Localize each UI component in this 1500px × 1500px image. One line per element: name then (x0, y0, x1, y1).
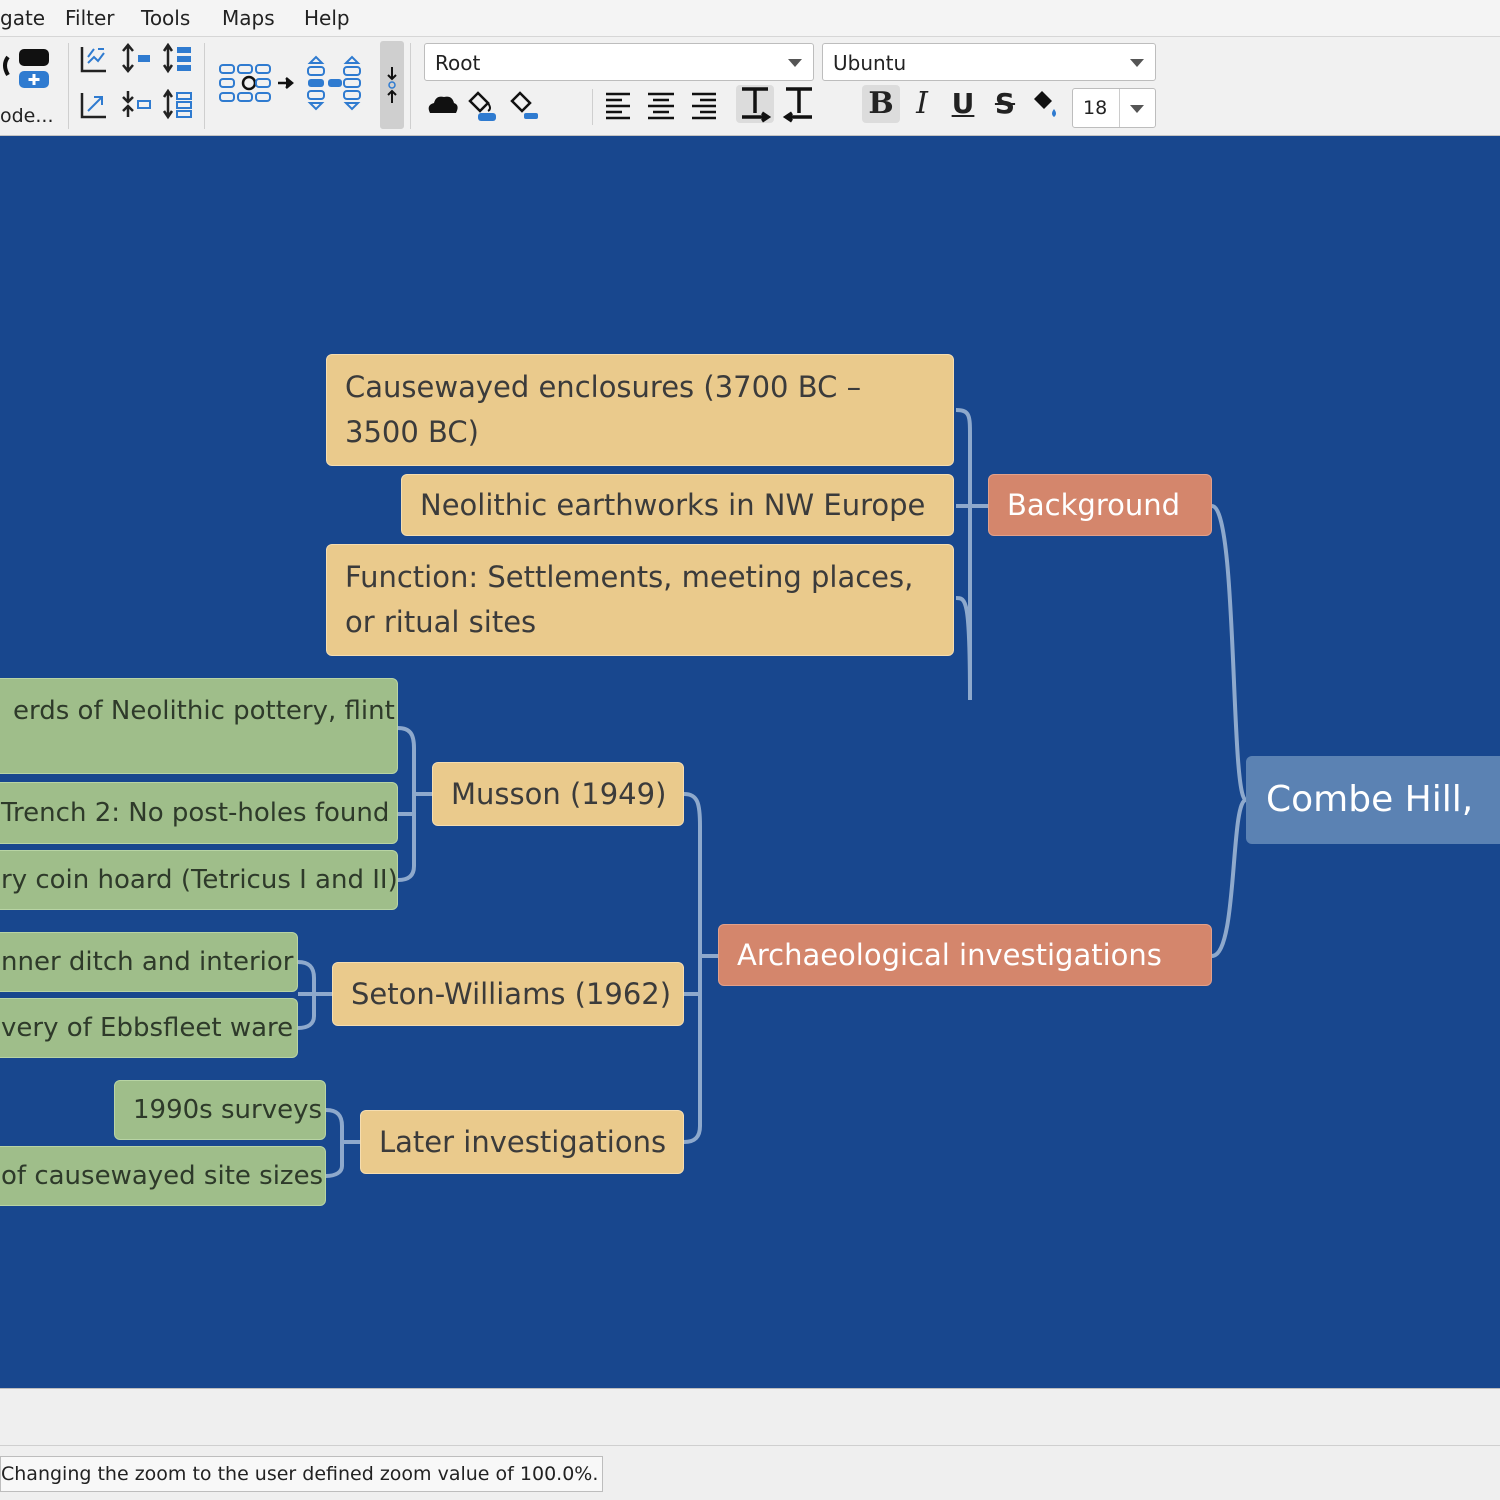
edge-root-background (1211, 504, 1248, 802)
underline-icon[interactable]: U (951, 87, 975, 120)
menu-navigate[interactable]: gate (0, 6, 46, 30)
node-later-site-sizes[interactable]: of causewayed site sizes (0, 1146, 326, 1206)
node-later-surveys[interactable]: 1990s surveys (114, 1080, 326, 1140)
horizontal-scroll-area[interactable] (0, 1388, 1500, 1446)
text-bottom-icon[interactable] (780, 85, 818, 123)
node-musson-trench[interactable]: Trench 2: No post-holes found (0, 782, 398, 844)
mindmap-edges (297, 408, 1248, 1178)
menu-maps[interactable]: Maps (222, 6, 275, 30)
menu-help[interactable]: Help (304, 6, 350, 30)
chevron-down-icon (1130, 59, 1144, 67)
new-child-node-icon (3, 49, 49, 88)
node-musson-finds[interactable]: erds of Neolithic pottery, flint (0, 678, 398, 774)
node-musson-coin-hoard[interactable]: ry coin hoard (Tetricus I and II) (0, 850, 398, 910)
node-background[interactable]: Background (988, 474, 1212, 536)
align-left-icon[interactable] (603, 89, 635, 121)
move-down-icon[interactable] (118, 89, 154, 121)
edge-seton-children (297, 960, 332, 1030)
text-top-button[interactable] (736, 85, 774, 123)
edge-color-icon[interactable] (506, 87, 542, 123)
font-family-select[interactable]: Ubuntu (822, 43, 1156, 81)
new-child-node-label: ode... (0, 105, 54, 127)
chevron-down-icon (788, 59, 802, 67)
menu-bar: gate Filter Tools Maps Help (0, 0, 1500, 37)
text-top-icon (742, 87, 772, 123)
style-select-value: Root (435, 51, 481, 75)
fill-color-icon[interactable] (464, 87, 500, 123)
toolbar-separator (410, 43, 411, 129)
align-center-icon[interactable] (645, 89, 677, 121)
arrange-icon[interactable] (302, 51, 372, 115)
node-function[interactable]: Function: Settlements, meeting places, o… (326, 544, 954, 656)
node-seton-williams[interactable]: Seton-Williams (1962) (332, 962, 684, 1026)
auto-layout-icon[interactable] (216, 55, 302, 111)
mindmap-canvas[interactable]: Combe Hill, Background Archaeological in… (0, 136, 1500, 1388)
font-size-value: 18 (1083, 97, 1108, 119)
list-icon[interactable] (162, 43, 194, 75)
toolbar-overflow-toggle[interactable] (380, 41, 404, 129)
node-archaeological-investigations[interactable]: Archaeological investigations (718, 924, 1212, 986)
node-seton-ditch[interactable]: nner ditch and interior (0, 932, 298, 992)
edge-root-investigations (1211, 798, 1248, 958)
strikethrough-icon[interactable]: S (994, 87, 1016, 120)
node-later-investigations[interactable]: Later investigations (360, 1110, 684, 1174)
text-color-icon[interactable] (1030, 87, 1064, 121)
cloud-icon[interactable] (424, 89, 460, 121)
move-up-icon[interactable] (118, 43, 154, 75)
menu-filter[interactable]: Filter (65, 6, 115, 30)
node-musson[interactable]: Musson (1949) (432, 762, 684, 826)
status-message: Changing the zoom to the user defined zo… (0, 1456, 604, 1492)
new-child-node-button[interactable]: ode... (0, 43, 62, 131)
expand-toggle-icon (387, 67, 397, 103)
toolbar: ode... (0, 37, 1500, 136)
font-family-value: Ubuntu (833, 51, 907, 75)
node-neolithic-earthworks[interactable]: Neolithic earthworks in NW Europe (401, 474, 954, 536)
menu-tools[interactable]: Tools (141, 6, 191, 30)
toolbar-separator (68, 43, 69, 129)
toolbar-separator (204, 43, 205, 129)
unfold-icon[interactable] (78, 89, 110, 121)
font-size-select[interactable]: 18 (1072, 88, 1156, 128)
bold-icon[interactable]: B (862, 85, 900, 123)
mindmap-root-node[interactable]: Combe Hill, (1246, 756, 1500, 844)
edge-investigations-children (683, 792, 718, 1144)
edge-background-children (955, 408, 988, 701)
edge-later-children (325, 1108, 360, 1178)
edge-musson-children (397, 726, 432, 882)
align-right-icon[interactable] (687, 89, 719, 121)
list-small-icon[interactable] (162, 89, 194, 121)
style-select[interactable]: Root (424, 43, 814, 81)
node-causewayed-enclosures[interactable]: Causewayed enclosures (3700 BC – 3500 BC… (326, 354, 954, 466)
italic-icon[interactable]: I (916, 86, 928, 121)
fold-icon[interactable] (78, 43, 110, 75)
toolbar-separator (592, 89, 593, 125)
status-bar: Changing the zoom to the user defined zo… (0, 1446, 1500, 1500)
chevron-down-icon (1130, 105, 1144, 113)
node-seton-ebbsfleet[interactable]: very of Ebbsfleet ware (0, 998, 298, 1058)
